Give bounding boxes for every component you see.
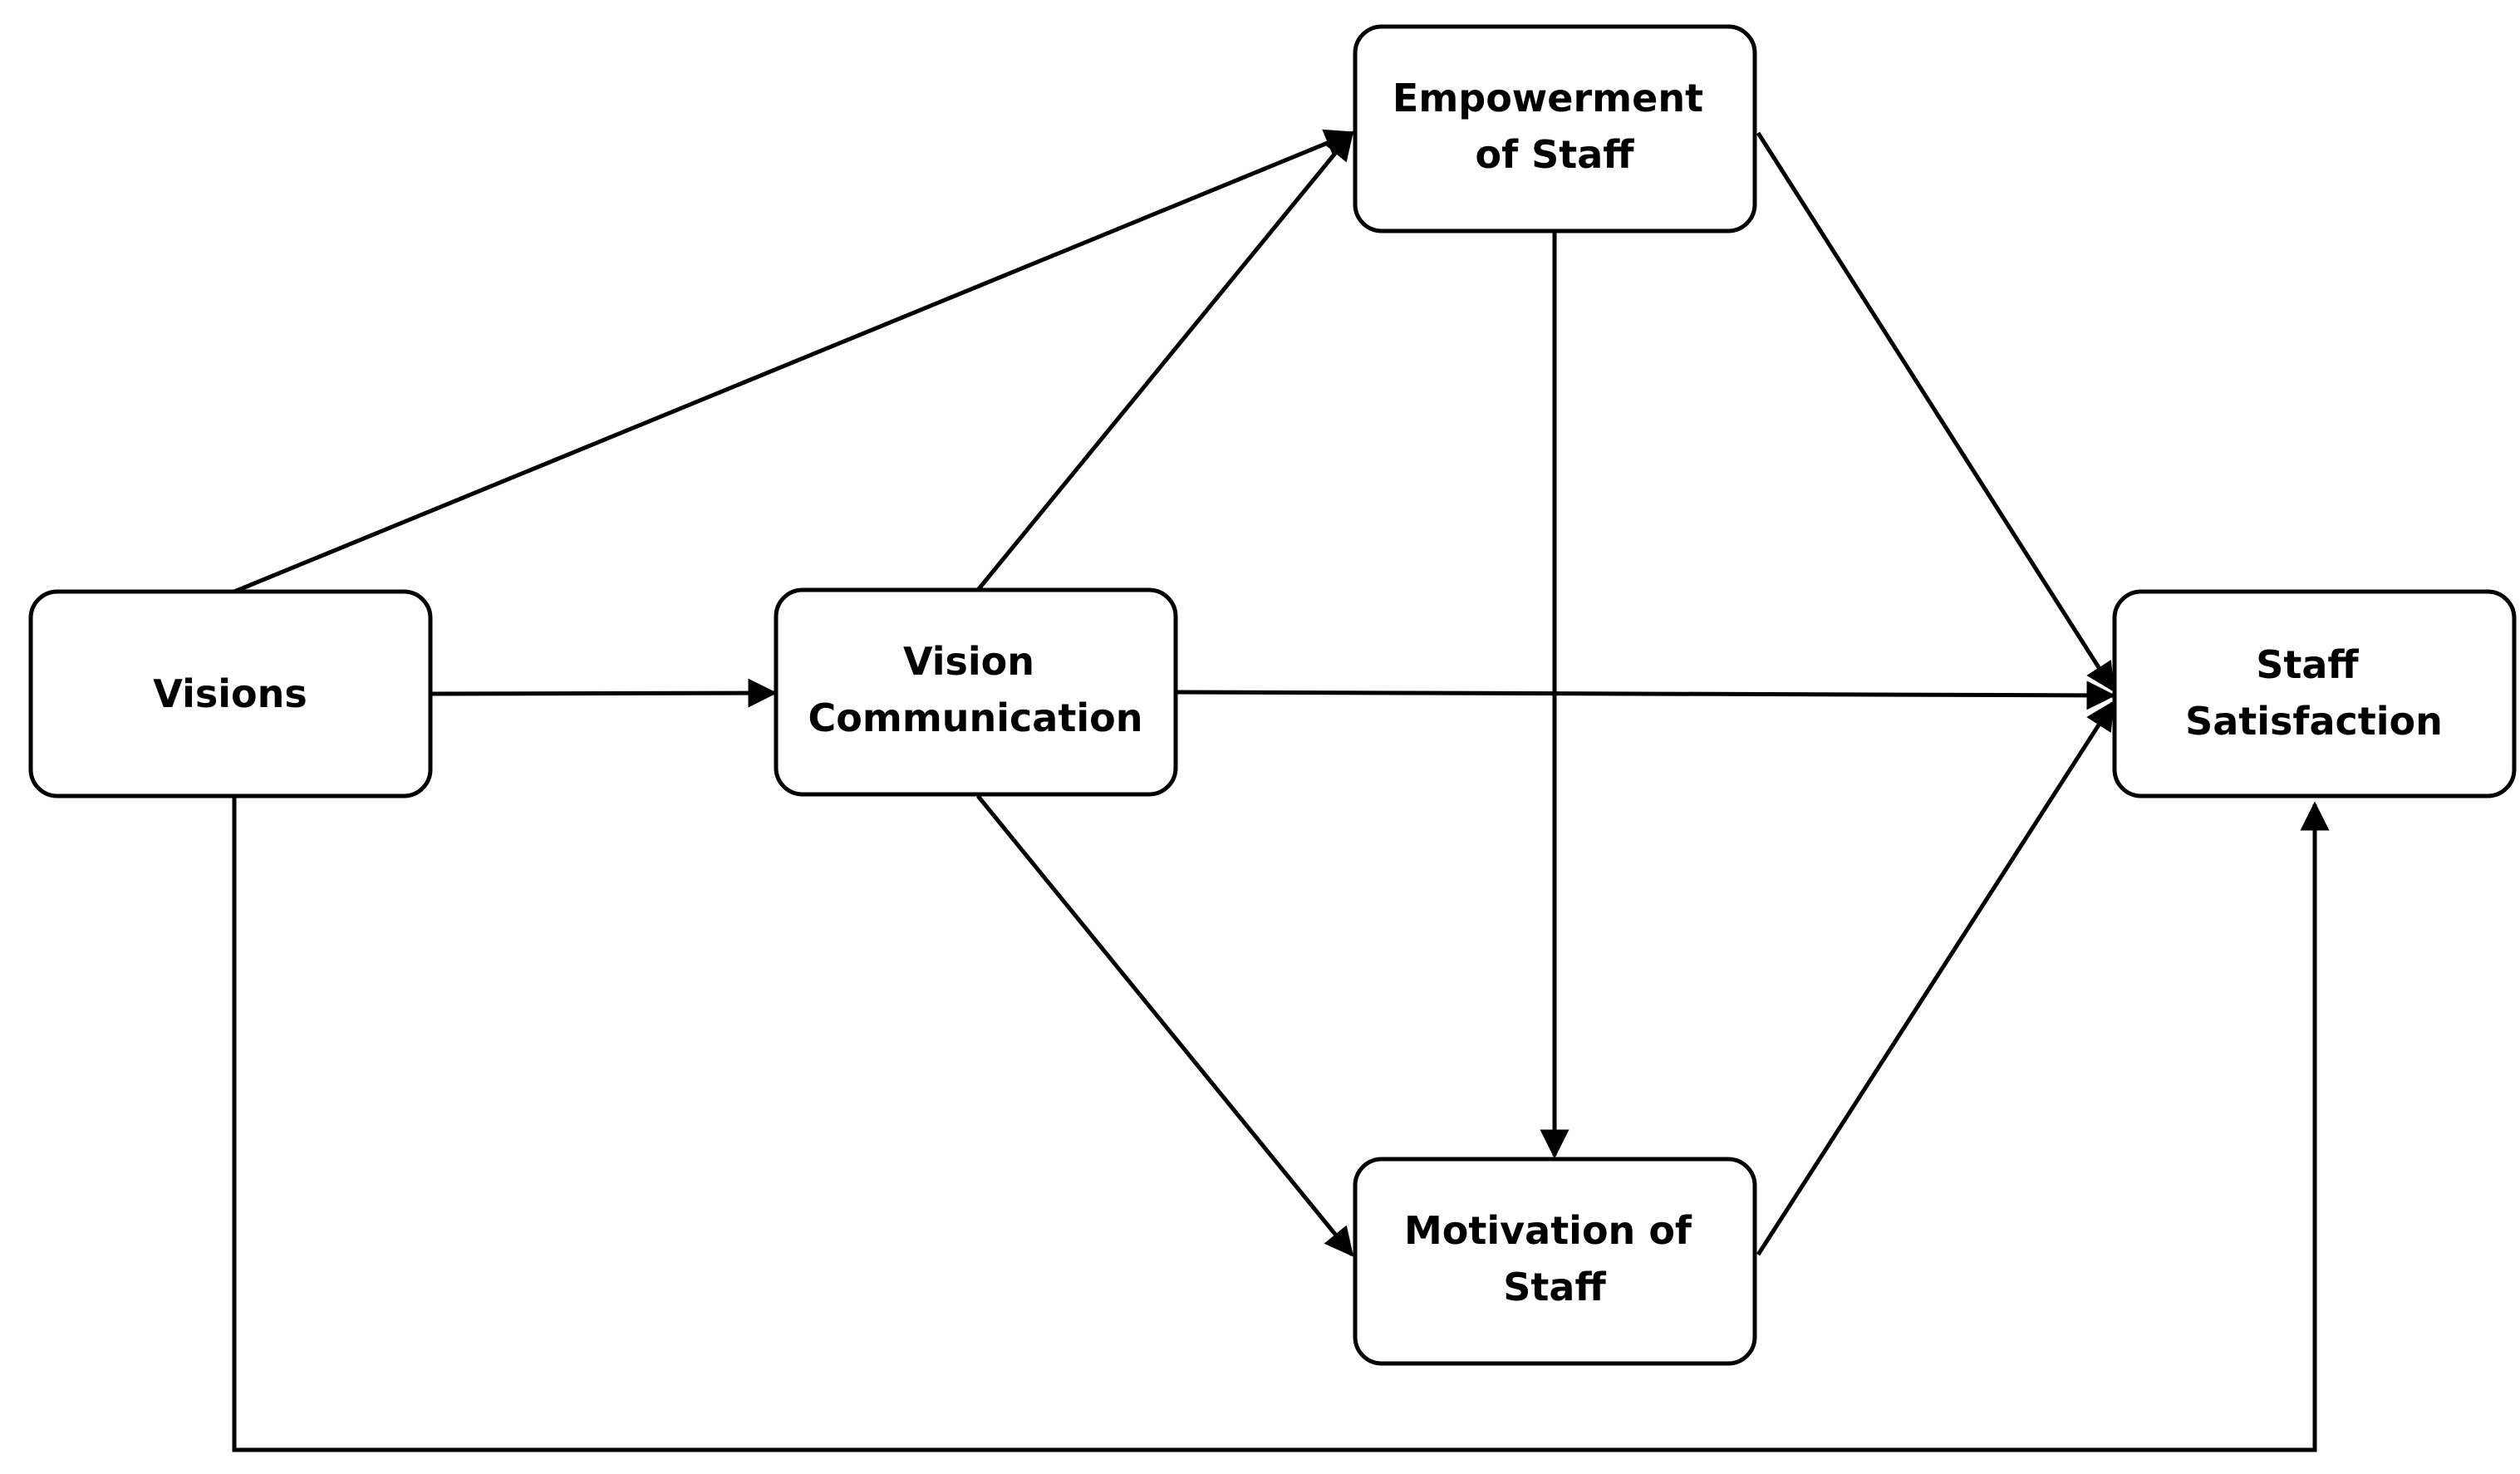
node-motivation-of-staff-line-1: Motivation of bbox=[1404, 1208, 1692, 1253]
node-staff-satisfaction: Staff Satisfaction bbox=[2112, 589, 2517, 798]
node-staff-satisfaction-line-1: Staff bbox=[2256, 642, 2359, 687]
node-motivation-of-staff-line-2: Staff bbox=[1503, 1265, 1606, 1309]
node-visions: Visions bbox=[28, 589, 433, 798]
node-vision-communication-line-2: Communication bbox=[808, 695, 1143, 740]
node-staff-satisfaction-label: Staff Satisfaction bbox=[2185, 642, 2443, 744]
node-motivation-of-staff-box bbox=[1353, 1157, 1757, 1366]
node-empowerment-of-staff-label: Empowerment of Staff bbox=[1393, 76, 1717, 177]
node-empowerment-of-staff-line-1: Empowerment bbox=[1393, 76, 1703, 120]
node-motivation-of-staff: Motivation of Staff bbox=[1353, 1157, 1757, 1366]
edge-empowerment-to-staff-satisfaction bbox=[1756, 131, 2115, 692]
edge-motivation-to-staff-satisfaction bbox=[1756, 700, 2115, 1256]
node-empowerment-of-staff: Empowerment of Staff bbox=[1353, 24, 1757, 233]
node-vision-communication: Vision Communication bbox=[774, 587, 1178, 797]
edge-vision-communication-to-empowerment bbox=[976, 130, 1354, 592]
node-empowerment-of-staff-box bbox=[1353, 24, 1757, 233]
node-vision-communication-box bbox=[774, 587, 1178, 797]
node-vision-communication-line-1: Vision bbox=[903, 639, 1034, 684]
node-staff-satisfaction-box bbox=[2112, 589, 2517, 798]
edges bbox=[232, 129, 2330, 1452]
edge-vision-communication-to-staff-satisfaction bbox=[1176, 680, 2116, 710]
node-vision-communication-label: Vision Communication bbox=[808, 639, 1143, 740]
edge-visions-to-empowerment bbox=[233, 129, 1355, 594]
node-motivation-of-staff-label: Motivation of Staff bbox=[1404, 1208, 1705, 1309]
node-empowerment-of-staff-line-2: of Staff bbox=[1475, 132, 1634, 177]
edge-visions-to-vision-communication bbox=[431, 678, 778, 708]
node-staff-satisfaction-line-2: Satisfaction bbox=[2185, 699, 2443, 744]
node-visions-line-1: Visions bbox=[153, 671, 307, 716]
edge-visions-to-staff-satisfaction bbox=[232, 798, 2330, 1452]
node-visions-box bbox=[28, 589, 433, 798]
edge-vision-communication-to-motivation bbox=[976, 794, 1354, 1257]
node-visions-label: Visions bbox=[153, 671, 307, 716]
